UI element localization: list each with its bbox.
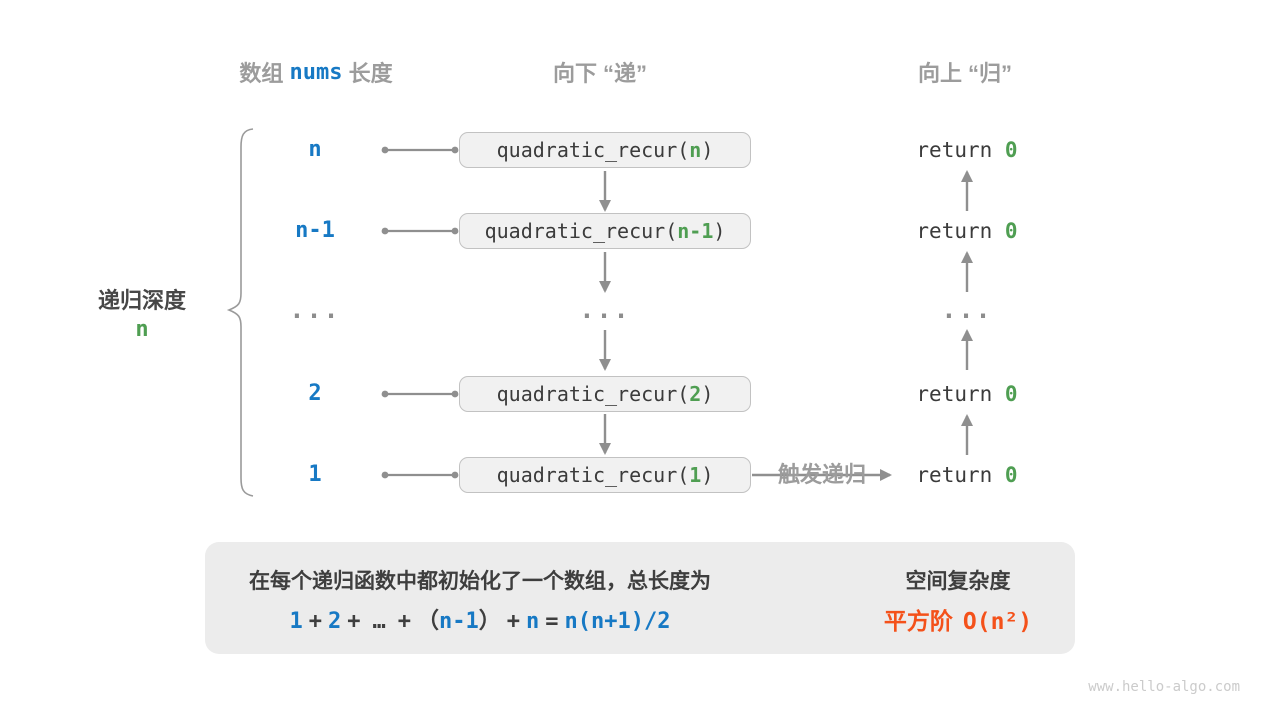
depth-caption-n: n xyxy=(135,317,149,342)
call-param: n xyxy=(689,138,702,162)
header-return-up: 向上 “归” xyxy=(917,61,1013,86)
summary-panel xyxy=(205,542,1075,654)
header-array-length-pre: 数组 xyxy=(239,61,290,86)
return-value: 0 xyxy=(1004,463,1018,487)
return-statement-n: return 0 xyxy=(916,138,1018,162)
depth-caption-text: 递归深度 xyxy=(97,288,186,313)
call-box-n: quadratic_recur(n) xyxy=(459,132,751,168)
header-recurse-down: 向下 “递” xyxy=(552,61,648,86)
trigger-note-line1: 触发递归 xyxy=(777,462,866,487)
header-array-length: 数组 nums 长度 xyxy=(196,58,436,87)
call-param: 1 xyxy=(689,463,702,487)
return-statement-n-1: return 0 xyxy=(916,219,1018,243)
call-param: 2 xyxy=(689,382,702,406)
watermark: www.hello-algo.com xyxy=(1088,679,1240,695)
depth-label-n-1: n-1 xyxy=(295,218,335,243)
return-value: 0 xyxy=(1004,219,1018,243)
return-ellipsis: ... xyxy=(941,295,993,324)
header-array-length-post: 长度 xyxy=(342,61,393,86)
summary-text: 在每个递归函数中都初始化了一个数组，总长度为 xyxy=(249,570,711,593)
summary-formula: 1+2+…+（n-1）+n=n(n+1)/2 xyxy=(289,609,671,634)
return-statement-2: return 0 xyxy=(916,382,1018,406)
depth-ellipsis: ... xyxy=(289,295,341,324)
depth-label-n: n xyxy=(308,137,322,162)
call-text: quadratic_recur(2) xyxy=(496,382,714,406)
depth-label-2: 2 xyxy=(308,381,322,406)
call-box-2: quadratic_recur(2) xyxy=(459,376,751,412)
space-complexity-value: 平方阶 O(n²) xyxy=(848,602,1068,636)
call-text: quadratic_recur(n-1) xyxy=(484,219,726,243)
return-value: 0 xyxy=(1004,138,1018,162)
space-complexity-order: 平方阶 xyxy=(883,608,953,634)
space-complexity-title: 空间复杂度 xyxy=(905,570,1011,593)
call-box-n-1: quadratic_recur(n-1) xyxy=(459,213,751,249)
header-array-length-code: nums xyxy=(289,59,343,85)
depth-connectors xyxy=(384,148,456,477)
return-value: 0 xyxy=(1004,382,1018,406)
depth-brace xyxy=(226,128,254,497)
call-param: n-1 xyxy=(677,219,714,243)
space-complexity-big-o: O(n²) xyxy=(962,609,1033,635)
call-box-1: quadratic_recur(1) xyxy=(459,457,751,493)
depth-label-1: 1 xyxy=(308,462,322,487)
call-ellipsis: ... xyxy=(579,295,631,324)
call-text: quadratic_recur(n) xyxy=(496,138,714,162)
connector-dots xyxy=(381,146,459,479)
return-statement-1: return 0 xyxy=(916,463,1018,487)
call-text: quadratic_recur(1) xyxy=(496,463,714,487)
